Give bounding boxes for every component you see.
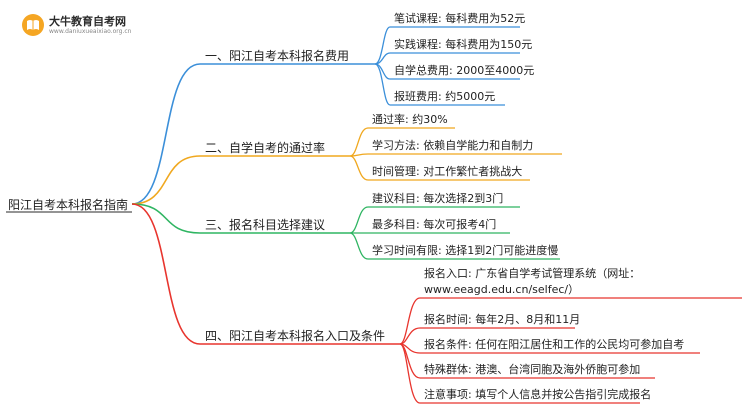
leaf-fees-practice: 实践课程: 每科费用为150元 (394, 38, 533, 51)
leaf-connector (349, 232, 369, 260)
branch-fees: 一、阳江自考本科报名费用 (205, 49, 350, 63)
leaf-entry-conditions: 报名条件: 任何在阳江居住和工作的公民均可参加自考 (424, 338, 685, 351)
branch-connector (131, 203, 201, 345)
brand-logo: 大牛教育自考网 www.daniuxueaixiao.org.cn (22, 14, 131, 36)
leaf-time-management: 时间管理: 对工作繁忙者挑战大 (372, 165, 523, 178)
branch-connector (131, 155, 201, 205)
leaf-connector (399, 297, 421, 345)
leaf-entry-time: 报名时间: 每年2月、8月和11月 (424, 313, 581, 326)
leaf-connector (349, 127, 369, 157)
leaf-connector (349, 155, 369, 181)
leaf-special-groups: 特殊群体: 港澳、台湾同胞及海外侨胞可参加 (424, 363, 641, 376)
book-icon (22, 14, 44, 36)
branch-pass-rate: 二、自学自考的通过率 (205, 141, 326, 155)
leaf-fees-total: 自学总费用: 2000至4000元 (394, 64, 535, 77)
leaf-entry-portal: 报名入口: 广东省自学考试管理系统（网址：www.eeagd.edu.cn/se… (424, 267, 641, 296)
leaf-connector (349, 206, 369, 234)
brand-name: 大牛教育自考网 (49, 14, 126, 28)
branch-connector (131, 63, 201, 205)
branch-subjects: 三、报名科目选择建议 (205, 218, 326, 232)
root-topic: 阳江自考本科报名指南 (8, 198, 129, 212)
leaf-suggested-subjects: 建议科目: 每次选择2到3门 (372, 192, 504, 205)
leaf-study-method: 学习方法: 依赖自学能力和自制力 (372, 139, 534, 152)
leaf-connector (399, 343, 421, 404)
branch-entry: 四、阳江自考本科报名入口及条件 (205, 329, 386, 343)
leaf-connector (374, 26, 391, 65)
leaf-notes: 注意事项: 填写个人信息并按公告指引完成报名 (424, 388, 652, 401)
leaf-max-subjects: 最多科目: 每次可报考4门 (372, 218, 497, 231)
branch-connector (131, 203, 201, 234)
brand-url: www.daniuxueaixiao.org.cn (49, 27, 132, 35)
leaf-connector (374, 63, 391, 106)
leaf-fees-written: 笔试课程: 每科费用为52元 (394, 12, 526, 25)
leaf-connector (399, 327, 421, 345)
leaf-fees-class: 报班费用: 约5000元 (394, 90, 496, 103)
leaf-pass-rate: 通过率: 约30% (372, 113, 448, 126)
leaf-limited-time: 学习时间有限: 选择1到2门可能进度慢 (372, 244, 559, 257)
